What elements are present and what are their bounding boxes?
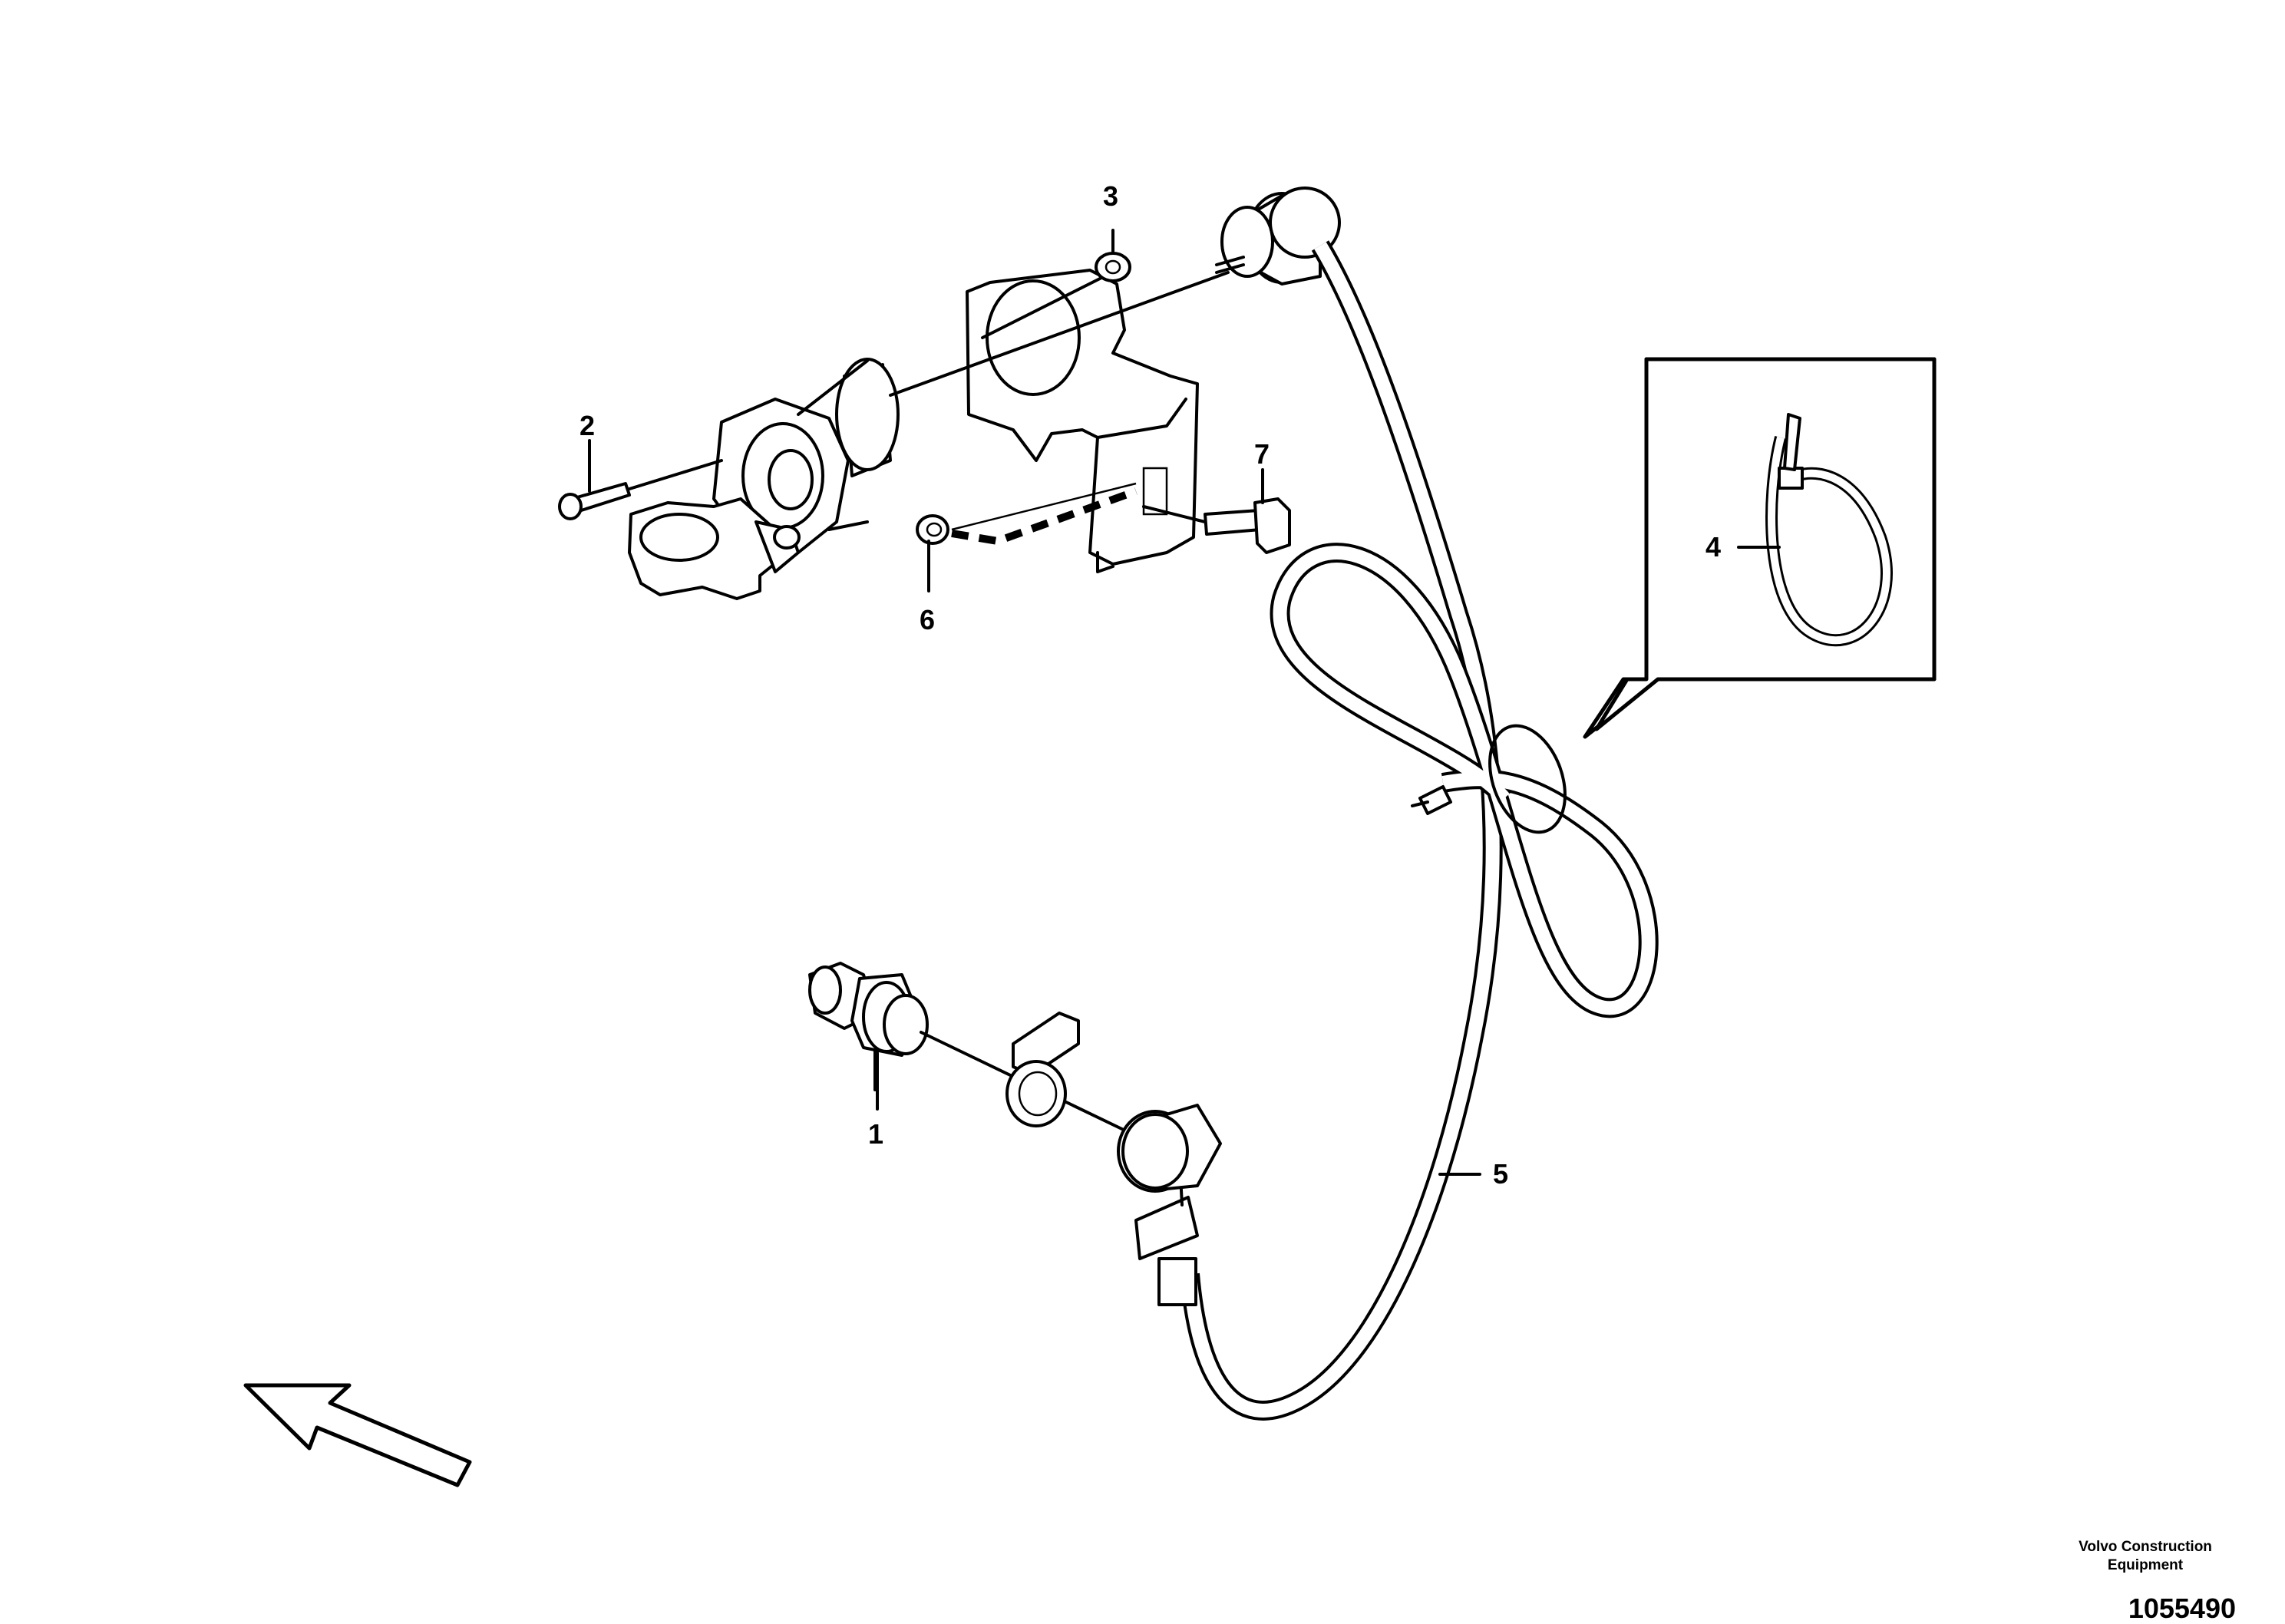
callout-5: 5	[1493, 1158, 1509, 1190]
callout-7: 7	[1254, 438, 1270, 470]
nut-3	[981, 252, 1131, 339]
bolt-7	[1142, 497, 1291, 554]
bracket-hole	[986, 279, 1081, 396]
nut-6	[916, 514, 949, 545]
cable-harness-5	[1134, 240, 1659, 1421]
sensor-1	[808, 962, 1130, 1134]
direction-arrow	[243, 1383, 472, 1487]
leader-lines	[588, 229, 1781, 1176]
detail-box	[1583, 357, 1937, 739]
callout-4: 4	[1705, 531, 1722, 563]
callout-6: 6	[920, 604, 936, 635]
socket-cap	[628, 497, 801, 600]
drawing-number: 1055490	[2128, 1593, 2236, 1624]
stud-line	[951, 482, 1138, 546]
callout-2: 2	[580, 410, 596, 441]
hose-clip	[1005, 1012, 1080, 1127]
callout-1: 1	[868, 1118, 884, 1150]
cable-connector-end	[1117, 1104, 1222, 1193]
brand-label: Volvo Construction Equipment	[2079, 1539, 2212, 1573]
plug-connector	[889, 186, 1341, 397]
callout-3: 3	[1103, 180, 1119, 212]
cable-tie-on-bundle	[1411, 724, 1567, 834]
screw-2	[558, 459, 723, 520]
mounting-bracket	[966, 269, 1199, 573]
